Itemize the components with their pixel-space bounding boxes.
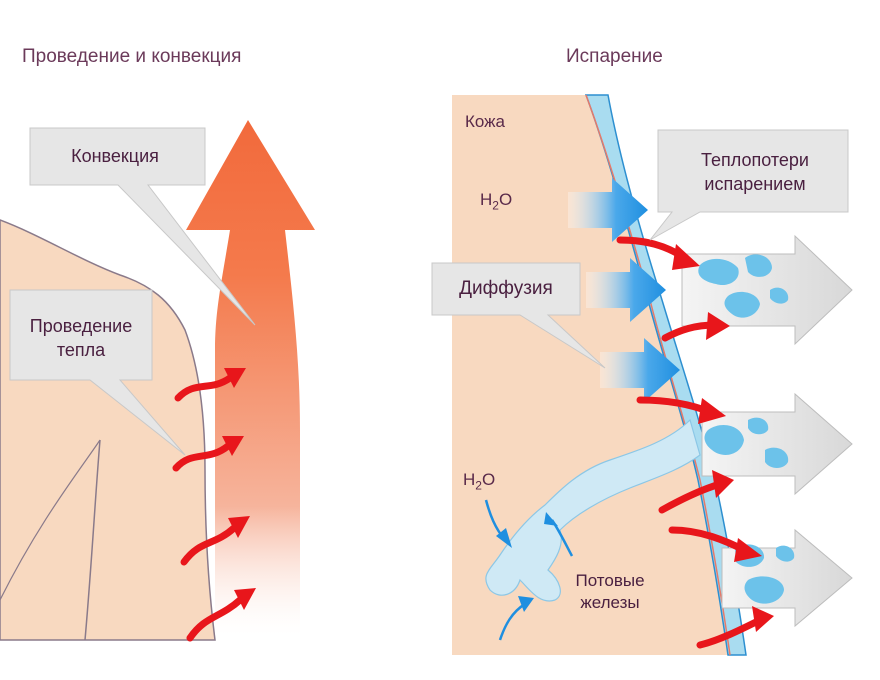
sweat-glands-label: Потовые железы bbox=[555, 570, 665, 614]
heatloss-line1: Теплопотери bbox=[701, 150, 809, 170]
sweat-gland bbox=[485, 418, 701, 602]
gland-inflow-arrowheads bbox=[496, 512, 558, 612]
vapor-droplets bbox=[698, 254, 795, 604]
convection-label: Конвекция bbox=[71, 146, 159, 166]
diffusion-label: Диффузия bbox=[459, 278, 553, 299]
conduction-label-line2: тепла bbox=[56, 340, 106, 360]
evaporation-arrowheads bbox=[672, 244, 774, 632]
conduction-arrowheads bbox=[222, 368, 256, 610]
conduction-label: Проведение тепла bbox=[12, 314, 150, 362]
h2o-bottom-o: O bbox=[481, 470, 496, 489]
h2o-bottom-label: H2O bbox=[463, 470, 495, 492]
conduction-heat-arrows bbox=[172, 374, 244, 642]
heatloss-line2: испарением bbox=[704, 174, 806, 194]
diffusion-callout-box bbox=[431, 262, 606, 369]
left-panel-title: Проведение и конвекция bbox=[22, 46, 242, 67]
h2o-top-sub: 2 bbox=[492, 198, 499, 213]
heatloss-callout-box bbox=[649, 129, 849, 241]
body-silhouette bbox=[0, 219, 216, 641]
heatloss-label: Теплопотери испарением bbox=[670, 148, 840, 196]
right-panel-title: Испарение bbox=[566, 46, 663, 67]
convection-arrow bbox=[186, 120, 315, 635]
h2o-top-label: H2O bbox=[480, 190, 512, 212]
body-arm-line bbox=[0, 439, 101, 601]
h2o-top-o: O bbox=[498, 190, 513, 209]
skin-label: Кожа bbox=[465, 112, 505, 131]
h2o-bottom-sub: 2 bbox=[475, 478, 482, 493]
convection-callout-box bbox=[29, 127, 256, 326]
conduction-label-line1: Проведение bbox=[29, 316, 133, 336]
skin-block bbox=[452, 95, 730, 655]
glands-line1: Потовые bbox=[575, 571, 645, 590]
h2o-top-h: H bbox=[480, 190, 493, 209]
diffusion-arrows bbox=[568, 178, 680, 402]
h2o-bottom-h: H bbox=[463, 470, 476, 489]
conduction-callout-box bbox=[9, 289, 186, 456]
glands-line2: железы bbox=[580, 593, 640, 612]
body-back-line bbox=[84, 439, 101, 641]
